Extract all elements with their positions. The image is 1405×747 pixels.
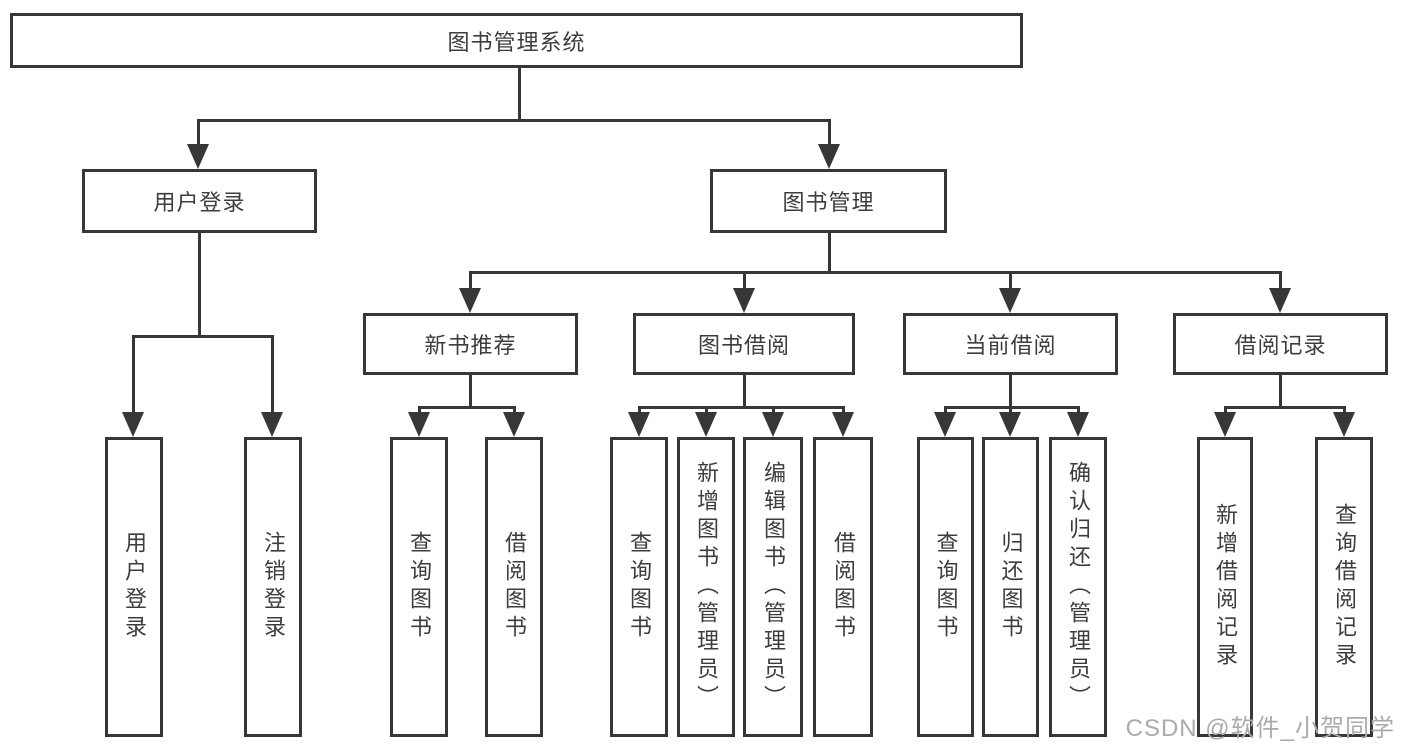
connector-segment	[1278, 375, 1282, 407]
node-leaf-confirm-return: 确认归还（管理员）	[1049, 437, 1107, 737]
watermark: CSDN @软件_小贺同学	[1125, 715, 1395, 742]
connector-segment	[131, 334, 274, 338]
connector-segment	[637, 405, 845, 409]
connector-segment	[196, 118, 831, 122]
node-user-login: 用户登录	[82, 169, 317, 233]
arrowhead-down-icon	[733, 288, 755, 313]
connector-segment	[417, 405, 516, 409]
arrowhead-down-icon	[999, 288, 1021, 313]
arrowhead-down-icon	[934, 412, 956, 437]
node-leaf-add-book-admin: 新增图书（管理员）	[677, 437, 735, 737]
arrowhead-down-icon	[261, 412, 283, 437]
arrowhead-down-icon	[122, 412, 144, 437]
arrowhead-down-icon	[1333, 412, 1355, 437]
node-book-borrowing: 图书借阅	[633, 313, 855, 375]
node-borrowing-records: 借阅记录	[1173, 313, 1388, 375]
arrowhead-down-icon	[1214, 412, 1236, 437]
node-leaf-query-book-c: 查询图书	[917, 437, 974, 737]
arrowhead-down-icon	[999, 412, 1021, 437]
node-book-management: 图书管理	[710, 169, 947, 233]
connector-segment	[943, 405, 1080, 409]
arrowhead-down-icon	[503, 412, 525, 437]
node-leaf-borrow-book-a: 借阅图书	[485, 437, 543, 737]
connector-segment	[1008, 375, 1012, 407]
arrowhead-down-icon	[628, 412, 650, 437]
connector-segment	[197, 233, 201, 336]
connector-segment	[827, 233, 831, 272]
node-leaf-borrow-book-b: 借阅图书	[813, 437, 873, 737]
arrowhead-down-icon	[187, 144, 209, 169]
node-leaf-query-book-a: 查询图书	[390, 437, 448, 737]
connector-segment	[827, 120, 831, 150]
arrowhead-down-icon	[818, 144, 840, 169]
node-leaf-add-borrow-rec: 新增借阅记录	[1197, 437, 1253, 737]
node-current-borrowing: 当前借阅	[903, 313, 1118, 375]
connector-segment	[742, 272, 746, 294]
connector-segment	[131, 336, 135, 418]
arrowhead-down-icon	[1067, 412, 1089, 437]
arrowhead-down-icon	[695, 412, 717, 437]
connector-segment	[196, 120, 200, 150]
arrowhead-down-icon	[832, 412, 854, 437]
node-leaf-query-book-b: 查询图书	[610, 437, 668, 737]
node-leaf-query-borrow-rec: 查询借阅记录	[1315, 437, 1373, 737]
connector-segment	[1223, 405, 1346, 409]
node-leaf-edit-book-admin: 编辑图书（管理员）	[743, 437, 803, 737]
node-new-book-recommend: 新书推荐	[363, 313, 578, 375]
arrowhead-down-icon	[408, 412, 430, 437]
connector-segment	[468, 270, 1282, 274]
connector-segment	[517, 68, 521, 120]
connector-segment	[1008, 272, 1012, 294]
connector-segment	[270, 336, 274, 418]
connector-segment	[1278, 272, 1282, 294]
node-leaf-logout: 注销登录	[244, 437, 302, 737]
connector-segment	[468, 272, 472, 294]
arrowhead-down-icon	[762, 412, 784, 437]
arrowhead-down-icon	[459, 288, 481, 313]
connector-segment	[468, 375, 472, 407]
node-leaf-user-login: 用户登录	[105, 437, 163, 737]
arrowhead-down-icon	[1269, 288, 1291, 313]
connector-segment	[742, 375, 746, 407]
node-leaf-return-book: 归还图书	[982, 437, 1039, 737]
node-library-system: 图书管理系统	[10, 13, 1023, 68]
